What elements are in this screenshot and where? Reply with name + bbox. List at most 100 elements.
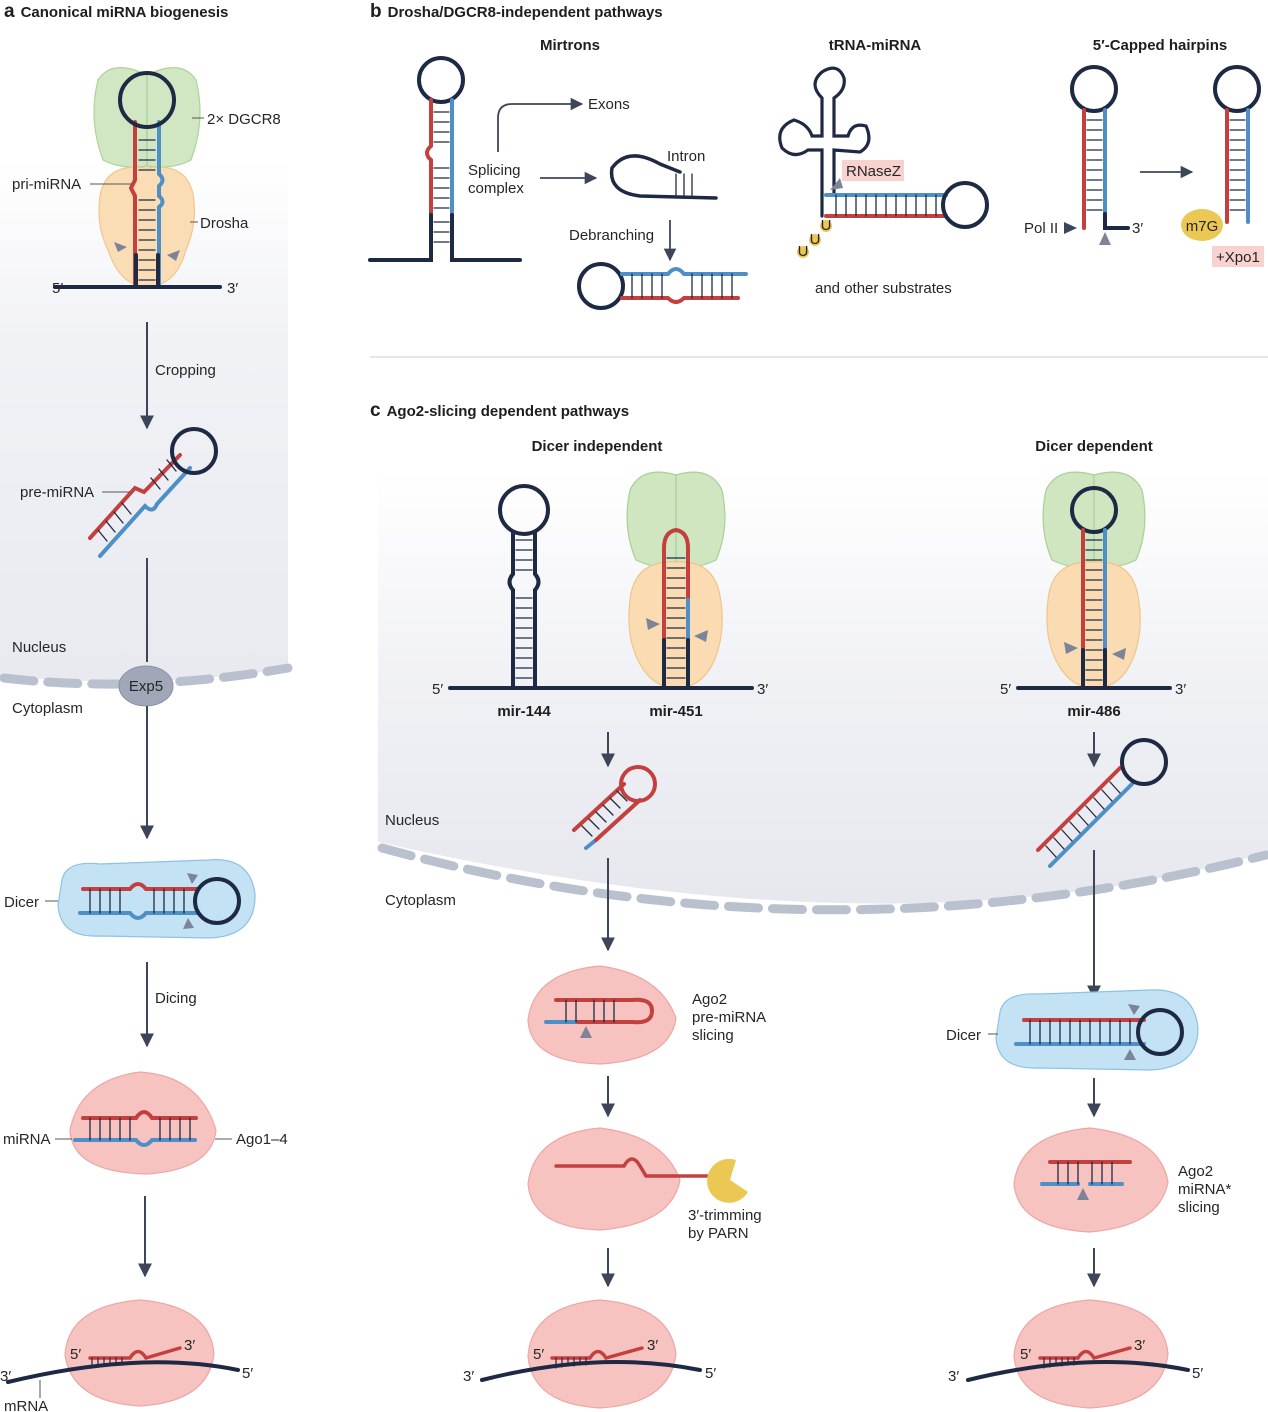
nucleus-label-a: Nucleus [12,639,66,656]
guide-three-prime-a: 3′ [184,1337,195,1354]
pre-mir451 [572,765,657,850]
ago-pre-mirna [544,997,655,1025]
capped-cleavage-arrowhead [1099,232,1111,245]
ago-mirna-star [1040,1160,1132,1186]
mrna-five-prime-c1: 5′ [705,1365,716,1382]
m7g-label: m7G [1186,218,1219,235]
splicing-label-line1: Splicing [468,162,521,179]
slicing-label-line3: slicing [692,1027,734,1044]
pre-mirna-hairpin [88,427,218,558]
mrna-five-prime-c2: 5′ [1192,1365,1203,1382]
exons-label: Exons [588,96,630,113]
drosha-c1 [628,561,723,689]
dicer-enzyme [57,859,256,939]
mir451-hairpin [662,527,690,690]
dgcr8-label: 2× DGCR8 [207,111,281,128]
exp5-label: Exp5 [129,678,163,695]
guide-five-prime-a: 5′ [70,1346,81,1363]
uridine-3: U [798,243,809,260]
slicing-label-line2: pre-miRNA [692,1009,766,1026]
dicer-independent-subtitle: Dicer independent [532,438,663,455]
pol2-label: Pol II [1024,220,1058,237]
c1-three-prime: 3′ [757,681,768,698]
parn-exonuclease [707,1158,748,1203]
dgcr8-c2-right [1093,471,1146,568]
ago-target-complex-c2 [966,1346,1190,1382]
dicer-enzyme-c2 [995,989,1199,1071]
capped-subtitle: 5′-Capped hairpins [1093,37,1227,54]
nuclear-envelope-c [377,843,1268,915]
dicing-label: Dicing [155,990,197,1007]
panel-a: 2× DGCR8 pri-miRNA Drosha 5′ 3′ Cropping… [0,67,288,1412]
star-slicing-line1: Ago2 [1178,1163,1213,1180]
mirtron-hairpin [368,56,522,262]
intron-lariat [609,154,718,200]
rnasez-cleavage-arrowhead [830,178,843,190]
mir486-label: mir-486 [1067,703,1120,720]
pri-mirna-hairpin [53,71,222,289]
xpo1-highlight [1212,246,1264,267]
slicing-label-line1: Ago2 [692,991,727,1008]
debranching-label: Debranching [569,227,654,244]
dicer-substrate [78,877,241,925]
ago-mirna-duplex [73,1110,198,1147]
drosha-cleavage-arrowhead-left [114,242,127,252]
guide-three-prime-c1: 3′ [647,1337,658,1354]
ago-protein-c2 [527,1127,681,1231]
ago-target-complex-a [6,1346,240,1384]
mir451-cleavage-left [646,618,660,630]
exons-arrow [497,97,584,152]
mir486-cleavage-right [1112,648,1126,660]
mrna-three-prime-c1: 3′ [463,1368,474,1385]
dgcr8-c2-left [1042,471,1095,568]
guide-three-prime-c2: 3′ [1134,1337,1145,1354]
mir144-label: mir-144 [497,703,551,720]
dicer-c2-arrowhead-top [1128,1004,1140,1015]
ago-slicing-arrowhead-c2 [1077,1188,1089,1200]
star-slicing-line3: slicing [1178,1199,1220,1216]
cropping-label: Cropping [155,362,216,379]
mrna-label: mRNA [4,1398,48,1412]
mir486-hairpin [1070,486,1118,690]
nucleus-region-c [378,470,1268,904]
mrna-five-prime-a: 5′ [242,1365,253,1382]
trna-mirna-structure [778,66,989,229]
trim-label-line2: by PARN [688,1225,749,1242]
pol2-arrowhead [1064,222,1077,234]
dicer-dependent-subtitle: Dicer dependent [1035,438,1153,455]
capped-three-prime: 3′ [1132,220,1143,237]
ago-protein-c1 [527,965,677,1065]
pri-five-prime: 5′ [52,280,63,297]
mir451-cleavage-right [694,630,708,642]
mirtrons-subtitle: Mirtrons [540,37,600,54]
mrna-three-prime-c2: 3′ [948,1368,959,1385]
intermediate-strand [554,1157,712,1178]
uridine-2: U [810,231,821,248]
dgcr8-c-left [626,471,677,568]
capped-hairpin-precursor [1070,65,1130,230]
drosha-cleavage-arrowhead-right [167,250,180,261]
dgcr8-complex [93,67,201,168]
dicer-label-c2: Dicer [946,1027,981,1044]
mir451-label: mir-451 [649,703,702,720]
xpo1-label: +Xpo1 [1216,249,1260,266]
nucleus-label-c: Nucleus [385,812,439,829]
c2-three-prime: 3′ [1175,681,1186,698]
pre-mir486 [1036,738,1168,868]
pri-mirna-label: pri-miRNA [12,176,81,193]
dicer-label-a: Dicer [4,894,39,911]
panel-c-dicer-independent: Dicer independent 5′ 3′ mir-144 mir-451 [385,438,768,1409]
ago-protein-c4 [1013,1127,1169,1233]
drosha-label: Drosha [200,215,249,232]
dgcr8-c-right [675,471,726,568]
rnasez-highlight [842,160,904,181]
c1-five-prime: 5′ [432,681,443,698]
ago-slicing-arrowhead-c1 [580,1026,592,1038]
trna-subtitle: tRNA-miRNA [829,37,922,54]
dicer-cleavage-arrowhead-top [187,873,198,884]
guide-five-prime-c2: 5′ [1020,1346,1031,1363]
capped-hairpin-product [1213,65,1261,224]
c2-five-prime: 5′ [1000,681,1011,698]
